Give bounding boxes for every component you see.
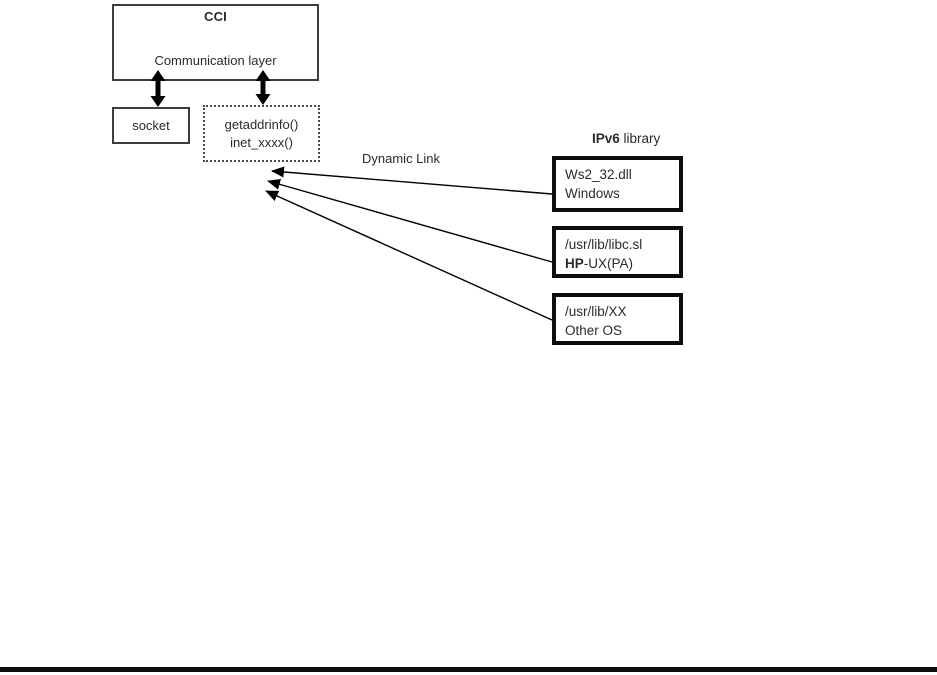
library-box-other: /usr/lib/XX Other OS xyxy=(552,293,683,345)
dynamic-link-arrow-other xyxy=(265,190,553,321)
library-box-other-os: Other OS xyxy=(565,323,623,338)
dynamic-link-arrows xyxy=(265,166,553,321)
library-box-hpux-os-bold: HP xyxy=(565,256,584,271)
cci-box: CCI Communication layer xyxy=(112,4,319,81)
getaddrinfo-box-line2: inet_xxxx() xyxy=(230,134,293,150)
library-box-hpux: /usr/lib/libc.sl HP-UX(PA) xyxy=(552,226,683,278)
getaddrinfo-box-line1: getaddrinfo() xyxy=(224,116,299,132)
dynamic-link-label: Dynamic Link xyxy=(362,151,441,166)
getaddrinfo-box: getaddrinfo() inet_xxxx() xyxy=(203,105,320,162)
ipv6-library-label: IPv6 library xyxy=(592,131,660,146)
library-box-hpux-os-rest: -UX(PA) xyxy=(583,256,634,271)
cci-box-subtitle: Communication layer xyxy=(154,53,277,68)
dynamic-link-arrow-hpux xyxy=(267,179,553,263)
library-box-windows-file: Ws2_32.dll xyxy=(565,167,632,182)
dynamic-link-arrow-windows xyxy=(271,166,553,195)
socket-box-label: socket xyxy=(132,118,170,133)
library-box-windows: Ws2_32.dll Windows xyxy=(552,156,683,212)
socket-box: socket xyxy=(112,107,190,144)
library-box-hpux-file: /usr/lib/libc.sl xyxy=(565,237,643,252)
ipv6-library-label-rest: library xyxy=(619,131,661,146)
ipv6-library-label-bold: IPv6 xyxy=(592,131,620,146)
library-box-hpux-os: HP-UX(PA) xyxy=(565,254,675,273)
library-box-other-file: /usr/lib/XX xyxy=(565,304,627,319)
page-footer-rule xyxy=(0,667,937,672)
cci-box-title: CCI xyxy=(204,9,227,24)
library-box-windows-os: Windows xyxy=(565,186,620,201)
